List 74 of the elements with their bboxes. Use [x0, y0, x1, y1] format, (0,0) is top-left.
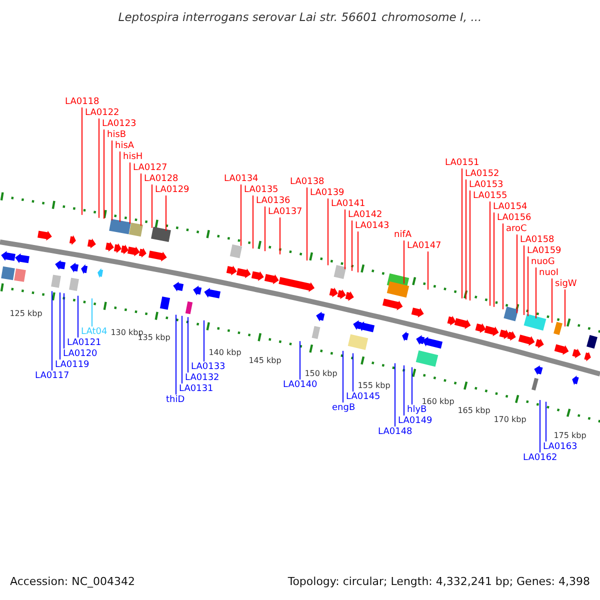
scale-label: 165 kbp — [458, 406, 490, 416]
leader-line — [342, 350, 344, 403]
gene-label: LA0134 — [224, 174, 258, 184]
gene-label: LA0156 — [497, 212, 532, 224]
gene-label: LA0127 — [133, 162, 168, 174]
gene-label: sigW — [555, 278, 577, 290]
leader-line — [394, 362, 396, 427]
gene-label: thiD — [166, 394, 185, 406]
gene-label: LA0147 — [407, 240, 442, 252]
gene-label: hisH — [123, 152, 143, 162]
gene-label: LA0148 — [378, 426, 412, 438]
gene-label: LA0141 — [331, 198, 366, 210]
gene-label: LA0137 — [268, 206, 302, 218]
gene-label: LA0132 — [185, 372, 220, 384]
scale-label: 140 kbp — [208, 348, 242, 358]
leader-line — [252, 195, 254, 249]
leader-line — [352, 352, 354, 392]
leader-line — [240, 184, 242, 246]
leader-line — [564, 289, 566, 327]
gene-label: LA0121 — [67, 338, 102, 348]
leader-line — [264, 206, 266, 252]
gene-label: LA0118 — [65, 96, 100, 108]
gene-label: LA0140 — [283, 380, 318, 390]
gene-label: LA0120 — [63, 348, 98, 360]
gene-label: LA0139 — [310, 188, 344, 198]
leader-line — [306, 187, 308, 261]
gene-label: LA0158 — [520, 234, 554, 246]
scale-label: 125 kbp — [10, 309, 42, 320]
scale-label: 175 kbp — [554, 431, 586, 442]
gene-label: LA0163 — [543, 442, 578, 452]
scale-label: 160 kbp — [422, 396, 454, 406]
gene-label: LA0143 — [355, 220, 390, 232]
gene-label: LA0152 — [465, 168, 500, 180]
gene-label: LA0122 — [85, 108, 120, 118]
gene-label: nuoI — [539, 268, 559, 278]
gene-label: LA0135 — [244, 184, 278, 196]
gene-label: LA0138 — [290, 176, 324, 188]
genome-summary-text: Topology: circular; Length: 4,332,241 bp; Genes: 4,398 — [288, 575, 590, 588]
gene-label: LA0142 — [348, 210, 382, 220]
gene-label: LA0159 — [527, 246, 562, 256]
gene-label: LA0162 — [523, 452, 558, 464]
gene-label: nifA — [394, 230, 412, 240]
leader-line — [140, 173, 142, 226]
gene-label: hisB — [107, 130, 126, 140]
gene-label: LA0136 — [256, 196, 290, 206]
gene-label: LA0151 — [445, 158, 480, 168]
map-title: Leptospira interrogans serovar Lai str. 56601 chromosome I, ... — [118, 10, 482, 24]
gene-label: LA0117 — [35, 370, 70, 382]
gene-label: LA0133 — [191, 362, 226, 372]
gene-label: LA0119 — [55, 360, 90, 370]
scale-label: 155 kbp — [358, 381, 390, 392]
gene-label: engB — [332, 402, 356, 414]
gene-label: LAt04 — [81, 326, 108, 338]
gene-label: LA0149 — [398, 416, 432, 426]
leader-line — [516, 234, 518, 314]
gene-label: nuoG — [531, 256, 555, 268]
leader-line — [344, 209, 346, 270]
scale-label: 170 kbp — [494, 415, 526, 426]
leader-line — [98, 118, 100, 218]
gene-label: aroC — [506, 224, 527, 234]
accession-text: Accession: NC_004342 — [10, 575, 136, 588]
leader-line — [502, 223, 504, 310]
scale-label: 145 kbp — [248, 356, 282, 366]
gene-label: LA0131 — [179, 384, 214, 394]
gene-label: LA0128 — [144, 174, 178, 184]
gene-label: LA0145 — [346, 392, 380, 402]
gene-label: LA0153 — [469, 180, 504, 190]
gene-label: hlyB — [407, 404, 427, 416]
gene-label: LA0155 — [473, 190, 508, 202]
scale-label: 150 kbp — [304, 368, 338, 379]
gene-label: LA0123 — [102, 118, 136, 130]
gene-label: LA0129 — [155, 184, 190, 196]
gene-label: LA0154 — [493, 202, 528, 212]
gene-label: hisA — [115, 140, 134, 152]
